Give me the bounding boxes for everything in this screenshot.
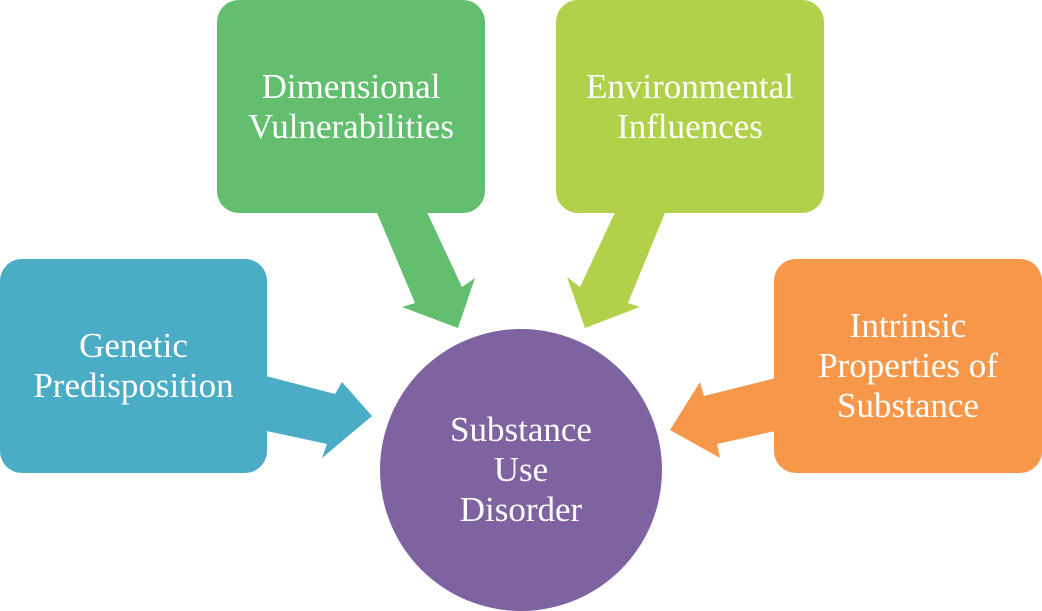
label-genetic: Genetic Predisposition xyxy=(33,326,234,405)
arrow-genetic-to-center xyxy=(262,375,372,458)
box-dimensional xyxy=(217,0,485,213)
label-environmental: Environmental Influences xyxy=(585,66,794,146)
label-intrinsic: Intrinsic Properties of Substance xyxy=(818,306,998,425)
box-genetic xyxy=(0,259,267,473)
arrow-intrinsic-to-center xyxy=(670,377,780,458)
center-circle xyxy=(380,329,662,611)
box-intrinsic xyxy=(774,259,1042,473)
box-environmental xyxy=(556,0,824,213)
label-dimensional: Dimensional Vulnerabilities xyxy=(248,66,454,146)
label-center: Substance Use Disorder xyxy=(450,410,592,529)
arrow-dimensional-to-center xyxy=(375,208,475,328)
arrow-environmental-to-center xyxy=(567,208,667,328)
